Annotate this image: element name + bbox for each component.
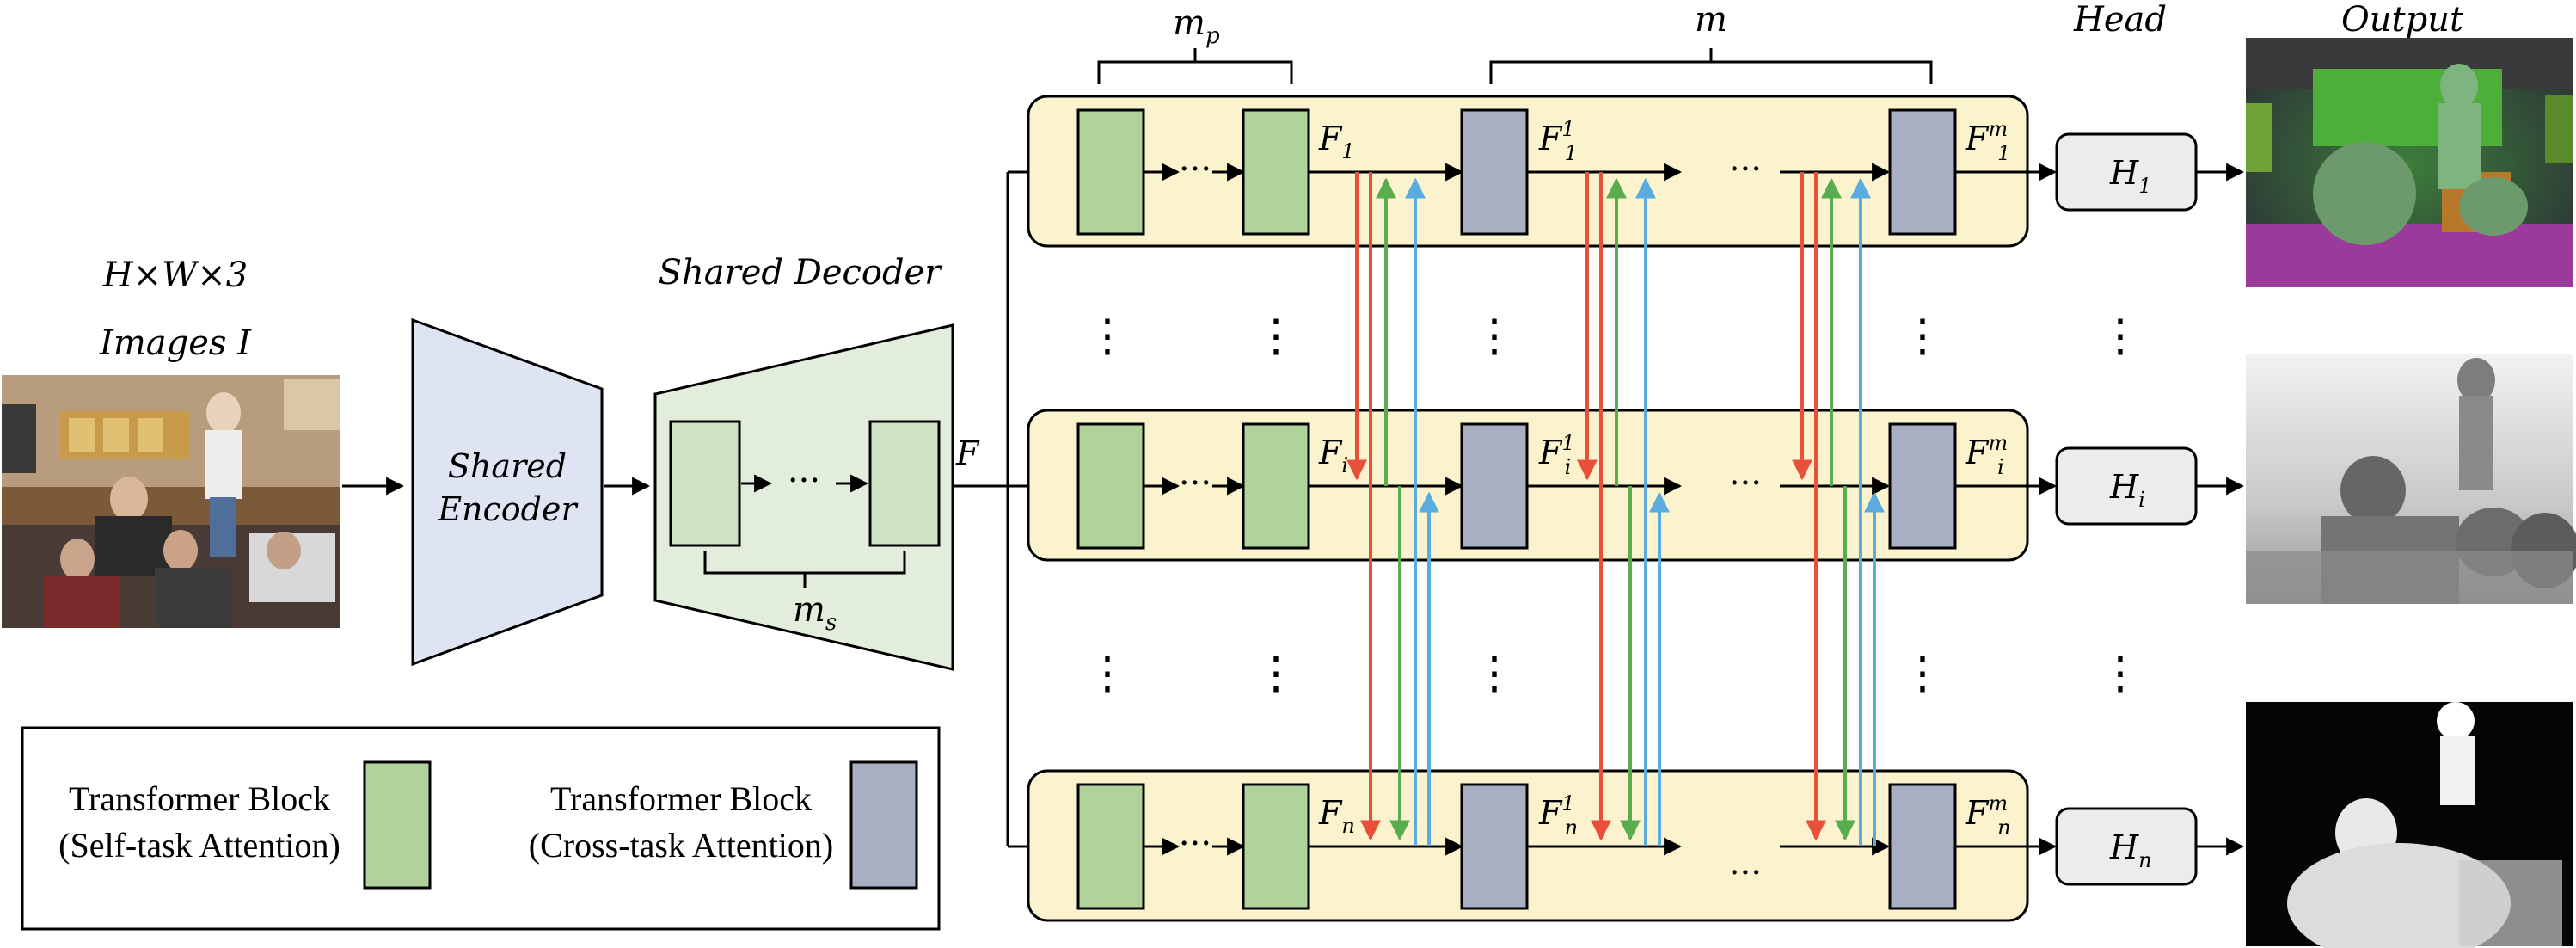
row-feature-label: Fn [1318,794,1355,838]
shared-decoder-shape [653,323,954,671]
vertical-ellipsis: ⋮ [1254,648,1298,699]
head-label: H1 [2109,154,2151,198]
brace-m-label: m [1695,0,1727,40]
decoder-block-1 [669,420,741,547]
row-ellipsis: ··· [1729,853,1762,893]
self-task-block [1076,783,1145,910]
row-ellipsis: ··· [1179,824,1211,864]
decoder-block-2 [868,420,941,547]
brace-m [1489,48,1933,84]
decoder-ellipsis: ··· [788,461,820,501]
vertical-ellipsis: ⋮ [2098,648,2143,699]
output-depth-map [2246,354,2576,604]
cross-task-block [1460,422,1529,550]
row-feature-label: Fi [1318,434,1348,477]
self-task-block [1076,422,1145,550]
vertical-ellipsis: ⋮ [1900,648,1945,699]
encoder-label-line1: Shared [448,447,567,485]
encoder-label-line2: Encoder [437,490,579,528]
row-ellipsis: ··· [1179,150,1211,189]
vertical-ellipsis: ⋮ [1254,311,1298,362]
output-saliency-map [2246,702,2573,948]
output-title: Output [2341,0,2464,40]
legend-cross-line2: (Cross-task Attention) [529,826,833,865]
output-segmentation-map [2246,38,2573,287]
head-label: Hi [2109,468,2145,512]
cross-task-block [1460,108,1529,236]
head-label: Hn [2109,828,2152,872]
decoder-brace-label: ms [793,590,837,636]
vertical-ellipsis: ⋮ [2098,311,2143,362]
input-images-label: Images I [99,323,252,363]
self-task-block [1242,422,1310,550]
cross-task-block [1460,783,1529,910]
brace-mp [1097,48,1293,84]
decoder-title: Shared Decoder [659,253,944,292]
self-task-block [1242,783,1310,910]
vertical-ellipsis: ⋮ [1472,311,1517,362]
legend-cross-line1: Transformer Block [550,779,812,818]
head-title: Head [2073,0,2167,40]
legend-self-line2: (Self-task Attention) [58,826,340,865]
cross-task-block [1888,783,1957,910]
legend-box [21,726,941,931]
legend-self-line1: Transformer Block [69,779,330,818]
vertical-ellipsis: ⋮ [1900,311,1945,362]
self-task-block [1242,108,1310,236]
vertical-ellipsis: ⋮ [1085,311,1130,362]
cross-task-arrows [1346,172,1885,846]
row-ellipsis: ··· [1729,464,1762,503]
brace-mp-label: mp [1173,3,1220,49]
input-dims-label: H×W×3 [102,255,248,295]
legend-self-block [363,760,432,890]
feature-splitter [953,172,1009,846]
vertical-ellipsis: ⋮ [1085,648,1130,699]
row-ellipsis: ··· [1179,464,1211,503]
legend-cross-block [849,760,918,890]
row-feature-label: F1 [1318,120,1355,163]
self-task-block [1076,108,1145,236]
row-ellipsis: ··· [1729,150,1762,189]
decoder-feature-label: F [955,434,980,472]
input-photo [2,375,340,628]
decoder-brace [703,551,906,588]
vertical-ellipsis: ⋮ [1472,648,1517,699]
cross-task-block [1888,108,1957,236]
cross-task-block [1888,422,1957,550]
shared-encoder-shape [411,317,604,667]
